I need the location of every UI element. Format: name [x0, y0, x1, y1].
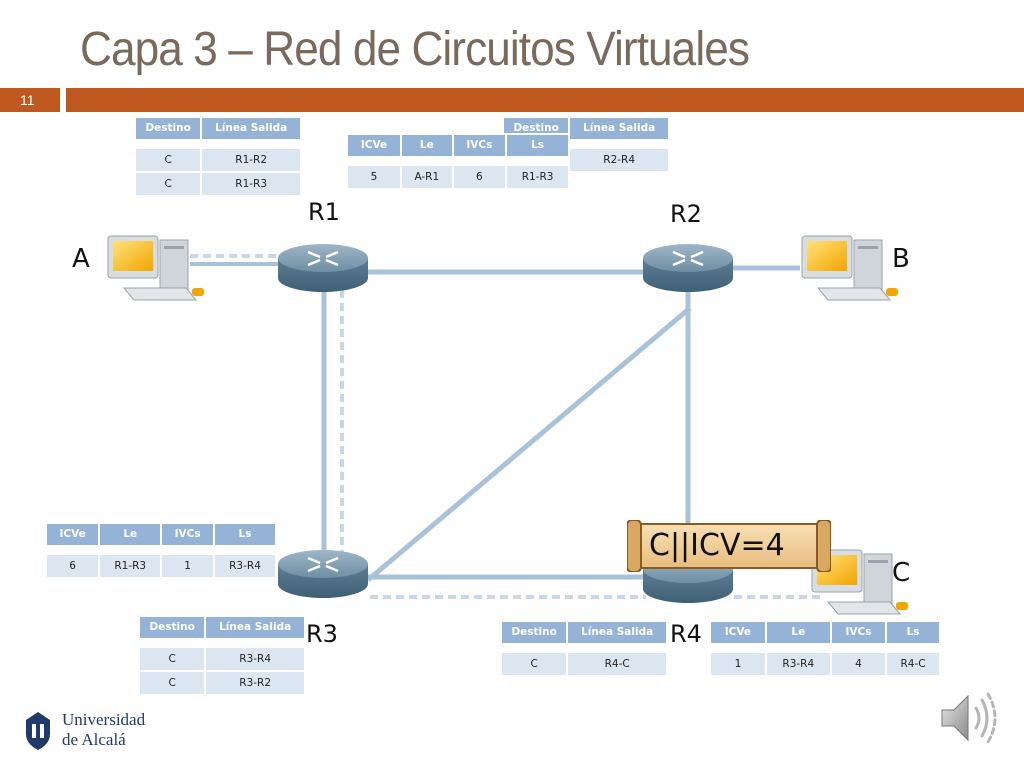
- table-row: 6 R1-R3 1 R3-R4: [47, 555, 275, 577]
- table-header: IVCs: [831, 622, 886, 643]
- slide-number: 11: [20, 92, 35, 108]
- table-header: Ls: [507, 135, 568, 156]
- table-row: 5 A-R1 6 R1-R3: [348, 166, 568, 188]
- scroll-icon: [627, 520, 831, 572]
- title-divider-bar: [66, 88, 1024, 112]
- packet-label: C||ICV=4: [649, 528, 785, 563]
- router-icon: [278, 244, 368, 292]
- r1-vc-table: ICVe Le IVCs Ls 5 A-R1 6 R1-R3: [346, 133, 570, 190]
- table-header: Le: [402, 135, 452, 156]
- links: [321, 265, 800, 582]
- table-header: Línea Salida: [206, 617, 304, 638]
- table-header: Línea Salida: [568, 622, 666, 643]
- table-header: Línea Salida: [570, 118, 668, 139]
- table-header: IVCs: [162, 524, 214, 545]
- table-header: ICVe: [348, 135, 401, 156]
- university-crest-icon: [26, 712, 50, 750]
- university-logo: Universidad de Alcalá: [20, 710, 160, 754]
- table-row: 1 R3-R4 4 R4-C: [711, 653, 939, 675]
- slide-title: Capa 3 – Red de Circuitos Virtuales: [80, 23, 750, 76]
- slide-number-bar: [0, 88, 60, 112]
- logo-line1: Universidad: [62, 710, 146, 729]
- link-r2-r3: [366, 306, 692, 582]
- table-header: Ls: [887, 622, 939, 643]
- table-header: Le: [100, 524, 161, 545]
- packet-scroll: C||ICV=4: [627, 520, 831, 572]
- r4-vc-table: ICVe Le IVCs Ls 1 R3-R4 4 R4-C: [709, 620, 941, 677]
- table-header: Ls: [215, 524, 275, 545]
- node-label-r3: R3: [306, 620, 338, 648]
- table-header: Destino: [136, 118, 201, 139]
- node-label-r1: R1: [308, 198, 340, 226]
- virtual-circuit-path: [190, 254, 820, 599]
- router-icon: [278, 550, 368, 598]
- table-header: ICVe: [711, 622, 765, 643]
- router-icon: [643, 244, 733, 292]
- node-label-a: A: [72, 244, 90, 274]
- node-label-c: C: [892, 558, 911, 588]
- node-label-r2: R2: [670, 200, 702, 228]
- table-header: Destino: [502, 622, 567, 643]
- table-header: Le: [766, 622, 830, 643]
- computer-icon: [107, 235, 204, 301]
- logo-line2: de Alcalá: [62, 730, 126, 749]
- node-label-r4: R4: [670, 620, 702, 648]
- table-header: Destino: [140, 617, 205, 638]
- table-header: IVCs: [453, 135, 506, 156]
- node-label-b: B: [892, 244, 910, 274]
- speaker-icon[interactable]: [938, 688, 1004, 748]
- computer-icon: [801, 235, 898, 301]
- table-header: ICVe: [47, 524, 99, 545]
- r3-vc-table: ICVe Le IVCs Ls 6 R1-R3 1 R3-R4: [45, 522, 277, 579]
- table-header: Línea Salida: [202, 118, 300, 139]
